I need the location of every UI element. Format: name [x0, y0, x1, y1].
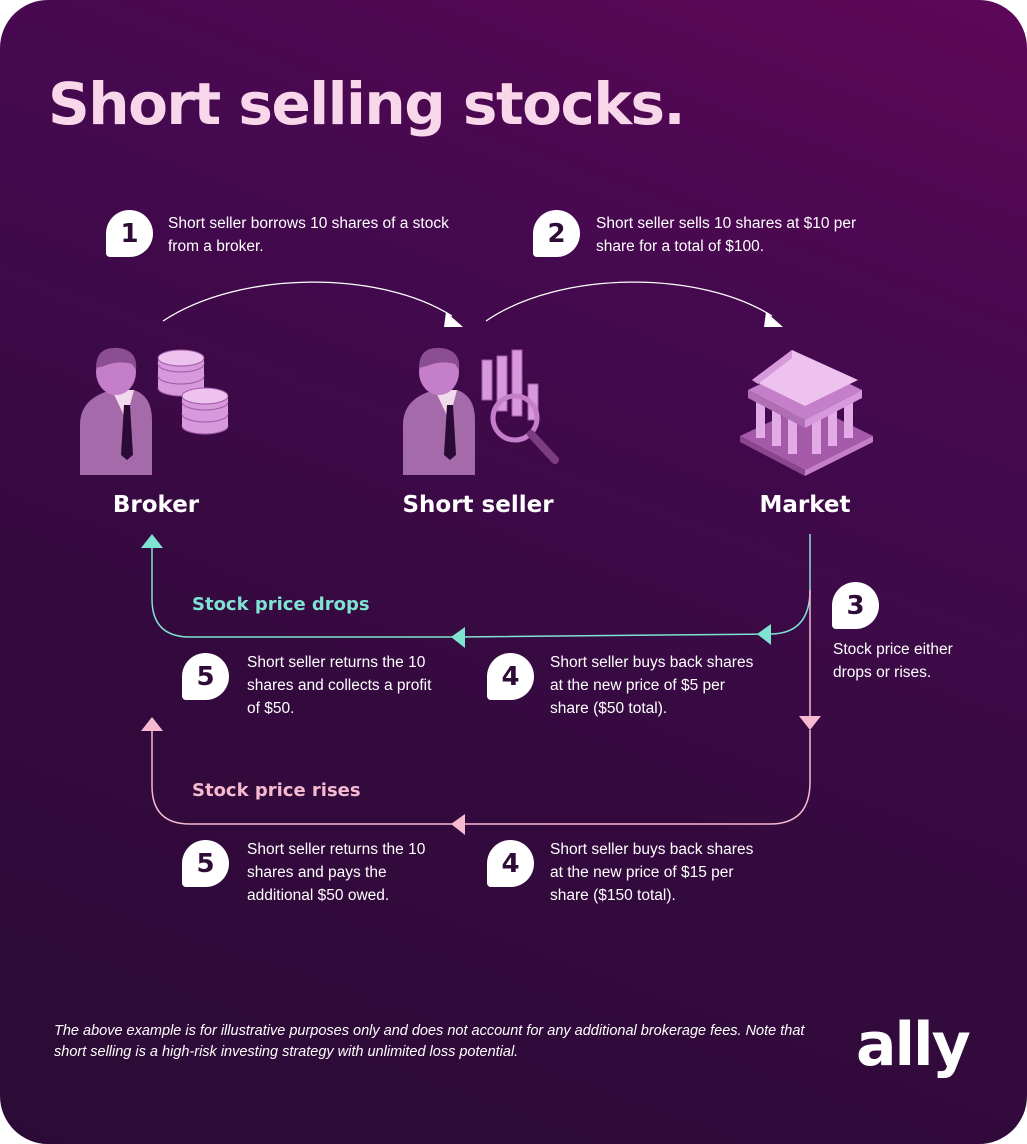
node-label-market: Market — [745, 492, 865, 518]
step-3-text: Stock price either drops or rises. — [833, 638, 993, 684]
scenario-drops-label: Stock price drops — [192, 594, 370, 615]
rise-step-5-text: Short seller returns the 10 shares and p… — [247, 838, 447, 907]
scenario-rises-label: Stock price rises — [192, 780, 361, 801]
rise-step-5-badge: 5 — [182, 840, 229, 887]
drop-step-4-text: Short seller buys back shares at the new… — [550, 651, 765, 720]
rise-step-4-text: Short seller buys back shares at the new… — [550, 838, 765, 907]
disclaimer-footnote: The above example is for illustrative pu… — [54, 1021, 814, 1063]
drop-step-4-badge: 4 — [487, 653, 534, 700]
drop-step-5-text: Short seller returns the 10 shares and c… — [247, 651, 447, 720]
ally-logo: ally — [856, 1010, 969, 1080]
node-label-short-seller: Short seller — [390, 492, 566, 518]
step-3-badge: 3 — [832, 582, 879, 629]
node-label-broker: Broker — [96, 492, 216, 518]
drop-step-5-badge: 5 — [182, 653, 229, 700]
rise-step-4-badge: 4 — [487, 840, 534, 887]
